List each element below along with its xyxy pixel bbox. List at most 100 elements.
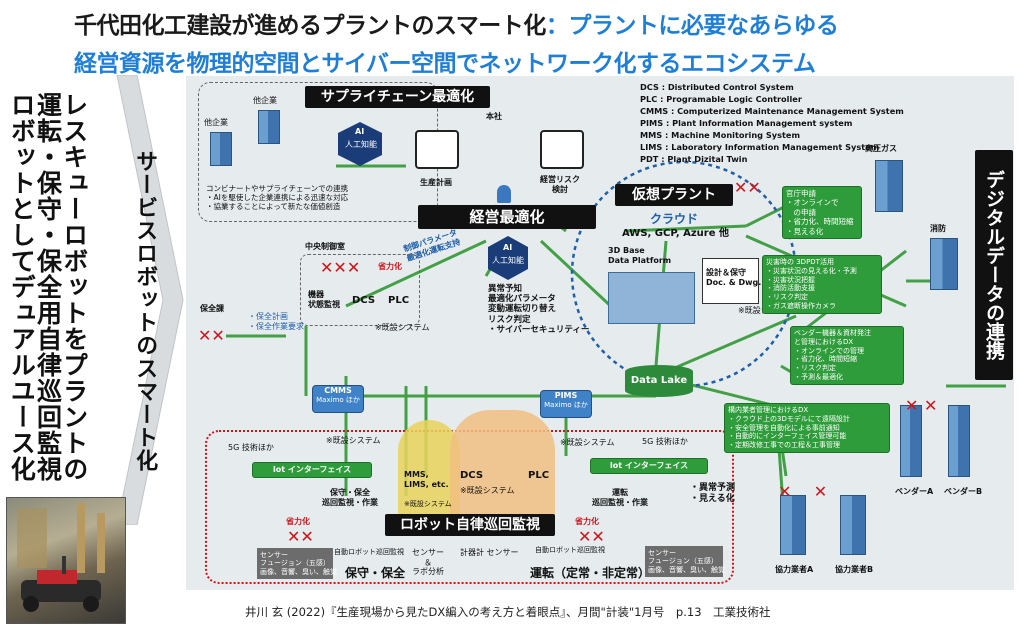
legend-item: DCS : Distributed Control System	[640, 82, 794, 92]
head-office-label: 本社	[486, 112, 502, 121]
production-plan-label: 生産計画	[420, 178, 452, 187]
pims-sub: Maximo ほか	[544, 401, 588, 409]
labor-saving-label: 省力化	[378, 262, 402, 271]
vendor-b-label: ベンダーB	[944, 487, 983, 496]
service-robot-caption: サービスロボットのスマート化	[132, 150, 158, 472]
control-room-title: 中央制御室	[305, 242, 345, 251]
left-caption: レスキューロボットをプラントの運転・保守・保全用自律巡回監視ロボットとしてデュア…	[7, 92, 89, 482]
legend-item: PIMS : Plant Information Management syst…	[640, 118, 853, 128]
robot-patrol-title: ロボット自律巡回監視	[385, 514, 555, 536]
reduced-staff-cross-icon: ✕ ✕	[778, 482, 828, 501]
building-icon	[930, 238, 958, 290]
cloud-providers: AWS, GCP, Azure 他	[622, 228, 729, 239]
mms-zone	[398, 420, 460, 530]
reduced-staff-cross-icon: ✕ ✕	[905, 396, 938, 415]
control-room-zone	[300, 254, 420, 326]
vendor-a-label: ベンダーA	[895, 487, 934, 496]
reduced-staff-cross-icon: ✕✕	[734, 178, 761, 197]
chevron-arrow	[116, 75, 184, 525]
building-icon	[780, 495, 806, 555]
plc-label: PLC	[388, 295, 410, 306]
existing-system-label: ※既設システム	[560, 438, 615, 447]
ai-label: AI	[355, 127, 365, 136]
meeting-icon	[415, 130, 459, 169]
ai-sublabel: 人工知能	[492, 256, 524, 265]
existing-system-label: ※既設システム	[460, 486, 515, 495]
iot-interface-left: Iot インターフェイス	[252, 462, 372, 478]
maintenance-label: 保守・保全	[345, 566, 406, 580]
sensor-lab-label: センサー ＆ ラボ分析	[412, 548, 444, 577]
maintenance-dept-title: 保全課	[200, 304, 224, 313]
existing-system-label: ※既設システム	[404, 500, 452, 508]
reduced-staff-cross-icon: ✕✕	[198, 326, 225, 345]
cloud-label: クラウド	[650, 212, 699, 226]
dcs-label: DCS	[352, 295, 376, 306]
maintenance-patrol-label: 保守・保全 巡回監視・作業	[322, 488, 378, 507]
management-points: 異常予知 最適化パラメータ 変動運転切り替え リスク判定 ・サイバーセキュリティ…	[488, 284, 590, 335]
reduced-staff-cross-icon: ✕✕✕	[320, 258, 361, 277]
legend-item: LIMS : Laboratory Information Management…	[640, 142, 880, 152]
other-company-label: 他企業	[204, 118, 228, 127]
legend-item: CMMS : Computerized Maintenance Manageme…	[640, 106, 904, 116]
disaster-3dpdt-box: 災害時の 3DPDT活用 ・災害状況の見える化・予測 ・災害状況把握 ・消防活動…	[762, 255, 882, 314]
meeting-icon	[540, 130, 584, 169]
partner-management-box: 構内業者管理におけるDX ・クラウド上の3Dモデルにて遠隔設計 ・安全管理を自動…	[724, 403, 890, 453]
partner-a-label: 協力業者A	[775, 565, 814, 574]
operation-label: 運転（定常・非定常）	[530, 566, 651, 580]
sensor-fusion-left: センサー フュージョン（五感） 画像、音響、臭い、触覚	[257, 548, 337, 580]
gauge-sensor-label: 計器計 センサー	[460, 548, 519, 557]
page-title: 千代田化工建設が進めるプラントのスマート化：プラントに必要なあらゆる	[74, 6, 839, 40]
dcs-label: DCS	[460, 470, 484, 481]
dcs-zone	[450, 410, 555, 520]
building-icon	[875, 160, 903, 212]
auto-robot-label: 自動ロボット巡回監視	[535, 546, 605, 554]
high-pressure-gas-label: 高圧ガス	[865, 144, 897, 153]
title-part1: 千代田化工建設が進めるプラントのスマート化	[74, 13, 546, 39]
building-icon	[900, 405, 922, 477]
plc-label: PLC	[528, 470, 550, 481]
data-lake: Data Lake	[625, 365, 693, 397]
supply-chain-title: サプライチェーン最適化	[305, 86, 490, 108]
design-docs-label: 設計＆保守 Doc. & Dwg.	[706, 268, 762, 287]
partner-b-label: 協力業者B	[835, 565, 874, 574]
pims-label: PIMS	[554, 391, 578, 400]
cmms-label: CMMS	[324, 386, 352, 395]
supply-chain-notes: コンビナートやサプライチェーンでの連携 ・AIを駆使した企業連携による迅速な対応…	[206, 184, 349, 211]
existing-system-label: ※既設システム	[326, 436, 381, 445]
maintenance-notes: ・保全計画 ・保全作業要求	[248, 312, 304, 331]
anomaly-prediction-label: ・異常予測 ・見える化	[690, 483, 736, 504]
ai-hexagon-icon	[338, 122, 382, 166]
legend-item: MMS : Machine Monitoring System	[640, 130, 800, 140]
page-subtitle: 経営資源を物理的空間とサイバー空間でネットワーク化するエコシステム	[74, 51, 816, 77]
labor-saving-label: 省力化	[286, 517, 310, 526]
data-platform-label: 3D Base Data Platform	[608, 246, 672, 265]
digital-data-link-caption: デジタルデータの連携	[975, 150, 1013, 380]
reduced-staff-cross-icon: ✕✕	[287, 527, 314, 546]
reduced-staff-cross-icon: ✕✕	[578, 527, 605, 546]
vendor-management-box: ベンダー機器＆資材発注 と管理におけるDX ・オンラインでの管理 ・省力化、時間…	[790, 326, 904, 385]
ai-label: AI	[503, 243, 513, 252]
other-company-label: 他企業	[253, 96, 277, 105]
plant-3d-model-image	[608, 272, 695, 324]
legend-item: PDT : Plant Dizital Twin	[640, 154, 748, 164]
robot-illustration	[17, 503, 105, 612]
cmms-box: CMMS Maximo ほか	[312, 385, 364, 413]
virtual-plant-title: 仮想プラント	[615, 184, 733, 206]
mms-lims-label: MMS, LIMS, etc.	[404, 470, 449, 489]
5g-label: 5G 技術ほか	[642, 437, 688, 446]
auto-robot-label: 自動ロボット巡回監視	[334, 548, 404, 556]
labor-saving-label: 省力化	[575, 517, 599, 526]
gov-application-box: 官庁申請 ・オンラインで の申請 ・省力化、時間短縮 ・見える化	[782, 186, 862, 239]
business-risk-label: 経営リスク 検討	[540, 175, 580, 194]
building-icon	[210, 132, 232, 166]
building-icon	[258, 110, 280, 144]
existing-system-label: ※既設システム	[375, 323, 430, 332]
management-optimization-title: 経営最適化	[418, 205, 596, 229]
robot-photo	[6, 497, 126, 624]
equipment-monitor-label: 機器 状態監視	[308, 290, 340, 309]
legend-item: PLC : Programable Logic Controller	[640, 94, 802, 104]
cmms-sub: Maximo ほか	[316, 396, 360, 404]
fire-dept-label: 消防	[930, 224, 946, 233]
ai-sublabel: 人工知能	[345, 140, 377, 149]
person-icon	[497, 185, 511, 203]
